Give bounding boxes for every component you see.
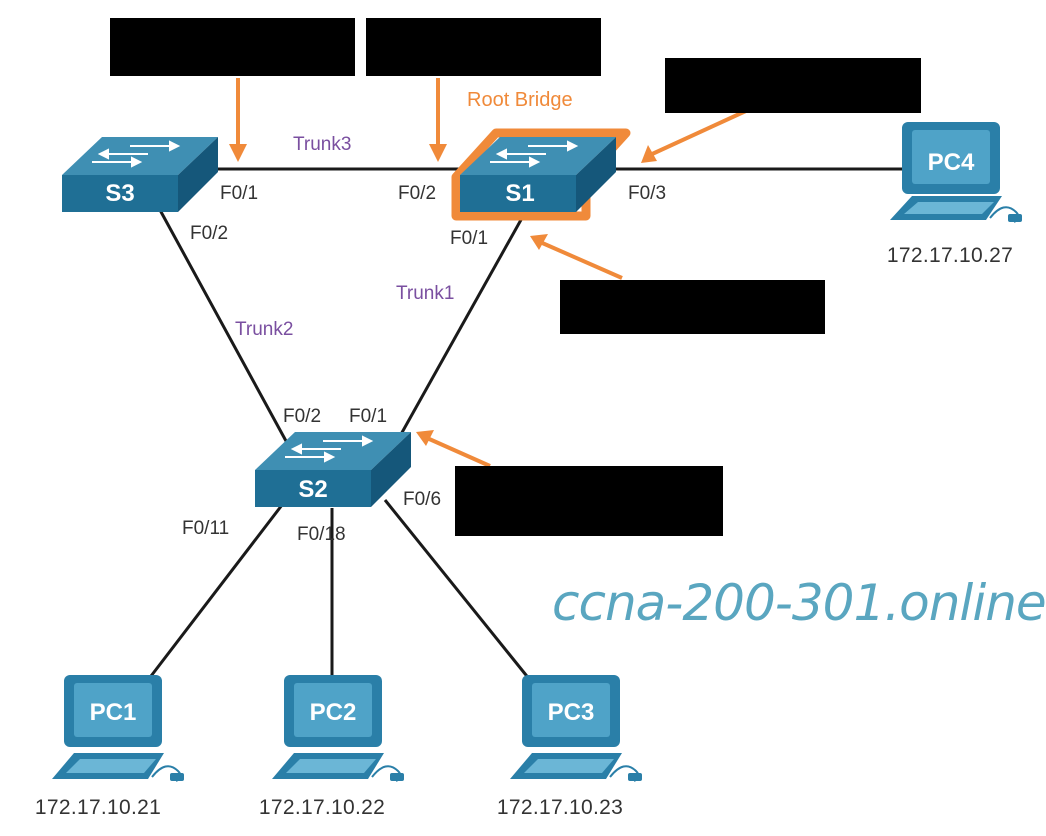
- port-label-s2-f018: F0/18: [297, 524, 346, 545]
- trunk2-link: [158, 209, 294, 453]
- s2-pc3-link: [383, 499, 532, 681]
- pc-pc3[interactable]: PC3: [510, 675, 642, 782]
- port-label-s2-f02: F0/2: [283, 406, 321, 427]
- pc1-ip: 172.17.10.21: [35, 796, 161, 819]
- arrow-s2-f01: [416, 430, 491, 468]
- port-label-s2-f06: F0/6: [403, 489, 441, 510]
- redaction-box-5: [455, 466, 723, 536]
- pc-pc2[interactable]: PC2: [272, 675, 404, 782]
- redaction-box-4: [560, 280, 825, 334]
- port-label-s1-f03: F0/3: [628, 183, 666, 204]
- pc2-label: PC2: [310, 699, 357, 726]
- port-label-s2-f011: F0/11: [182, 518, 229, 539]
- watermark-text: ccna-200-301.online: [552, 574, 1046, 632]
- pc4-label: PC4: [928, 149, 975, 176]
- links: [146, 167, 905, 681]
- port-label-s3-f01: F0/1: [220, 183, 258, 204]
- pc1-label: PC1: [90, 699, 137, 726]
- pc-pc4[interactable]: PC4: [890, 122, 1022, 223]
- pc-pc1[interactable]: PC1: [52, 675, 184, 782]
- arrow-s3-f01: [229, 78, 247, 162]
- trunk1-link: [393, 217, 524, 446]
- switch-s1-label: S1: [505, 180, 534, 207]
- switch-s1[interactable]: S1: [451, 128, 631, 221]
- switch-s2[interactable]: S2: [255, 432, 411, 507]
- port-label-s3-f02: F0/2: [190, 223, 228, 244]
- arrow-s1-f01: [530, 234, 623, 280]
- s2-pc1-link: [146, 504, 284, 681]
- arrows: [229, 78, 749, 468]
- arrow-s1-f03: [641, 108, 749, 163]
- port-label-s1-f02: F0/2: [398, 183, 436, 204]
- pc4-ip: 172.17.10.27: [887, 244, 1013, 267]
- redaction-box-1: [110, 18, 355, 76]
- port-label-s1-f01: F0/1: [450, 228, 488, 249]
- trunk2-label: Trunk2: [235, 319, 293, 340]
- switch-s3-label: S3: [105, 180, 134, 207]
- switch-s3[interactable]: S3: [62, 137, 218, 212]
- trunk3-label: Trunk3: [293, 134, 351, 155]
- redaction-box-2: [366, 18, 601, 76]
- root-bridge-label: Root Bridge: [467, 89, 573, 111]
- pc2-ip: 172.17.10.22: [259, 796, 385, 819]
- pc3-label: PC3: [548, 699, 595, 726]
- redaction-boxes: [110, 18, 921, 536]
- redaction-box-3: [665, 58, 921, 113]
- port-label-s2-f01: F0/1: [349, 406, 387, 427]
- trunk1-label: Trunk1: [396, 283, 454, 304]
- arrow-s1-f02: [429, 78, 447, 162]
- pc3-ip: 172.17.10.23: [497, 796, 623, 819]
- switch-s2-label: S2: [298, 476, 327, 503]
